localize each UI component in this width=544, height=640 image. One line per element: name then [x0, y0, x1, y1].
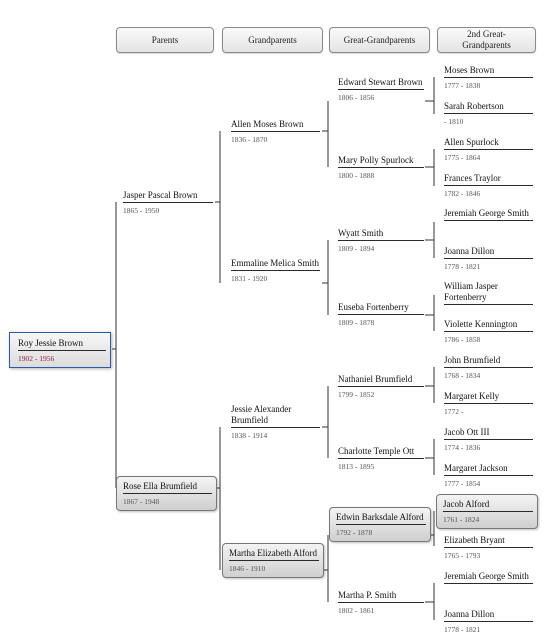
person-dates: 1799 - 1852 — [338, 390, 375, 399]
person-card-great-grandparent[interactable]: Euseba Fortenberry 1809 - 1878 — [335, 302, 427, 328]
person-card-second-great-grandparent[interactable]: Frances Traylor 1782 - 1846 — [441, 173, 536, 199]
person-name: Emmaline Melica Smith — [231, 258, 320, 271]
person-card-great-grandparent[interactable]: Martha P. Smith 1802 - 1861 — [335, 590, 427, 616]
person-dates: 1800 - 1888 — [338, 171, 375, 180]
person-dates: 1775 - 1864 — [444, 153, 481, 162]
person-dates: 1777 - 1854 — [444, 479, 481, 488]
person-name: Frances Traylor — [444, 173, 533, 186]
person-dates: 1768 - 1834 — [444, 371, 481, 380]
person-name: Allen Moses Brown — [231, 119, 320, 132]
person-card-second-great-grandparent[interactable]: Violette Kennington 1786 - 1858 — [441, 319, 536, 345]
person-name: Jacob Ott III — [444, 427, 533, 440]
person-dates: - 1810 — [444, 117, 464, 126]
person-card-grandparent[interactable]: Martha Elizabeth Alford 1846 - 1910 — [222, 543, 324, 578]
header-parents: Parents — [116, 27, 214, 53]
person-dates: 1831 - 1920 — [231, 274, 268, 283]
header-second-great-grandparents: 2nd Great- Grandparents — [437, 27, 536, 53]
person-dates: 1792 - 1878 — [336, 528, 373, 537]
person-dates: 1765 - 1793 — [444, 551, 481, 560]
person-dates: 1778 - 1821 — [444, 625, 481, 634]
person-card-second-great-grandparent[interactable]: Joanna Dillon 1778 - 1821 — [441, 246, 536, 272]
person-dates: 1782 - 1846 — [444, 189, 481, 198]
person-name: Edward Stewart Brown — [338, 77, 424, 90]
header-great-grandparents: Great-Grandparents — [329, 27, 430, 53]
person-dates: 1809 - 1878 — [338, 318, 375, 327]
person-name: Jeremiah George Smith — [444, 571, 533, 584]
person-name: Violette Kennington — [444, 319, 533, 332]
person-card-second-great-grandparent[interactable]: Elizabeth Bryant 1765 - 1793 — [441, 535, 536, 561]
person-dates: 1846 - 1910 — [229, 564, 266, 573]
person-name: Jacob Alford — [443, 499, 533, 512]
person-card-root[interactable]: Roy Jessie Brown 1902 - 1956 — [9, 332, 111, 368]
person-card-second-great-grandparent[interactable]: William Jasper Fortenberry — [441, 281, 536, 305]
person-card-grandparent[interactable]: Emmaline Melica Smith 1831 - 1920 — [228, 258, 323, 284]
person-card-second-great-grandparent[interactable]: Jeremiah George Smith — [441, 571, 536, 584]
person-name: Martha Elizabeth Alford — [229, 548, 319, 561]
person-card-mother[interactable]: Rose Ella Brumfield 1867 - 1948 — [116, 476, 217, 511]
person-dates: 1777 - 1838 — [444, 81, 481, 90]
person-name: Joanna Dillon — [444, 246, 533, 259]
person-dates: 1778 - 1821 — [444, 262, 481, 271]
person-name: Euseba Fortenberry — [338, 302, 424, 315]
header-grandparents: Grandparents — [222, 27, 323, 53]
person-card-second-great-grandparent[interactable]: Moses Brown 1777 - 1838 — [441, 65, 536, 91]
person-name: John Brumfield — [444, 355, 533, 368]
person-name: Nathaniel Brumfield — [338, 374, 424, 387]
person-name: Allen Spurlock — [444, 137, 533, 150]
person-dates: 1802 - 1861 — [338, 606, 375, 615]
person-card-second-great-grandparent[interactable]: Margaret Kelly 1772 - — [441, 391, 536, 417]
person-card-great-grandparent[interactable]: Charlotte Temple Ott 1813 - 1895 — [335, 446, 427, 472]
person-dates: 1867 - 1948 — [123, 497, 160, 506]
person-card-second-great-grandparent[interactable]: Jacob Ott III 1774 - 1836 — [441, 427, 536, 453]
person-dates: 1809 - 1894 — [338, 244, 375, 253]
person-card-great-grandparent[interactable]: Edward Stewart Brown 1806 - 1856 — [335, 77, 427, 103]
person-dates: 1774 - 1836 — [444, 443, 481, 452]
person-card-second-great-grandparent[interactable]: Jacob Alford 1761 - 1824 — [436, 494, 538, 529]
person-name: Rose Ella Brumfield — [123, 481, 212, 494]
person-dates: 1838 - 1914 — [231, 431, 268, 440]
person-dates: 1865 - 1950 — [123, 206, 160, 215]
person-card-second-great-grandparent[interactable]: Margaret Jackson 1777 - 1854 — [441, 463, 536, 489]
person-dates: 1806 - 1856 — [338, 93, 375, 102]
person-card-second-great-grandparent[interactable]: John Brumfield 1768 - 1834 — [441, 355, 536, 381]
person-name: Charlotte Temple Ott — [338, 446, 424, 459]
person-card-second-great-grandparent[interactable]: Sarah Robertson - 1810 — [441, 101, 536, 127]
person-name: Elizabeth Bryant — [444, 535, 533, 548]
person-card-second-great-grandparent[interactable]: Joanna Dillon 1778 - 1821 — [441, 609, 536, 635]
person-card-second-great-grandparent[interactable]: Allen Spurlock 1775 - 1864 — [441, 137, 536, 163]
person-name: Margaret Jackson — [444, 463, 533, 476]
person-name: Wyatt Smith — [338, 228, 424, 241]
person-card-second-great-grandparent[interactable]: Jeremiah George Smith — [441, 208, 536, 221]
person-name: Moses Brown — [444, 65, 533, 78]
person-dates: 1786 - 1858 — [444, 335, 481, 344]
person-dates: 1836 - 1870 — [231, 135, 268, 144]
person-card-great-grandparent[interactable]: Edwin Barksdale Alford 1792 - 1878 — [329, 507, 431, 542]
person-name: Edwin Barksdale Alford — [336, 512, 426, 525]
person-name: Margaret Kelly — [444, 391, 533, 404]
person-dates: 1761 - 1824 — [443, 515, 480, 524]
person-name: Mary Polly Spurlock — [338, 155, 424, 168]
person-name: Jeremiah George Smith — [444, 208, 533, 221]
person-name: William Jasper Fortenberry — [444, 281, 533, 305]
person-card-great-grandparent[interactable]: Wyatt Smith 1809 - 1894 — [335, 228, 427, 254]
person-name: Joanna Dillon — [444, 609, 533, 622]
person-card-grandparent[interactable]: Jessie Alexander Brumfield 1838 - 1914 — [228, 404, 323, 441]
person-card-great-grandparent[interactable]: Nathaniel Brumfield 1799 - 1852 — [335, 374, 427, 400]
person-card-father[interactable]: Jasper Pascal Brown 1865 - 1950 — [120, 190, 216, 216]
person-dates: 1772 - — [444, 407, 464, 416]
person-card-grandparent[interactable]: Allen Moses Brown 1836 - 1870 — [228, 119, 323, 145]
person-name: Jessie Alexander Brumfield — [231, 404, 320, 428]
person-name: Martha P. Smith — [338, 590, 424, 603]
person-name: Sarah Robertson — [444, 101, 533, 114]
person-name: Jasper Pascal Brown — [123, 190, 213, 203]
person-name: Roy Jessie Brown — [18, 338, 106, 351]
person-dates: 1902 - 1956 — [18, 354, 55, 363]
person-card-great-grandparent[interactable]: Mary Polly Spurlock 1800 - 1888 — [335, 155, 427, 181]
person-dates: 1813 - 1895 — [338, 462, 375, 471]
